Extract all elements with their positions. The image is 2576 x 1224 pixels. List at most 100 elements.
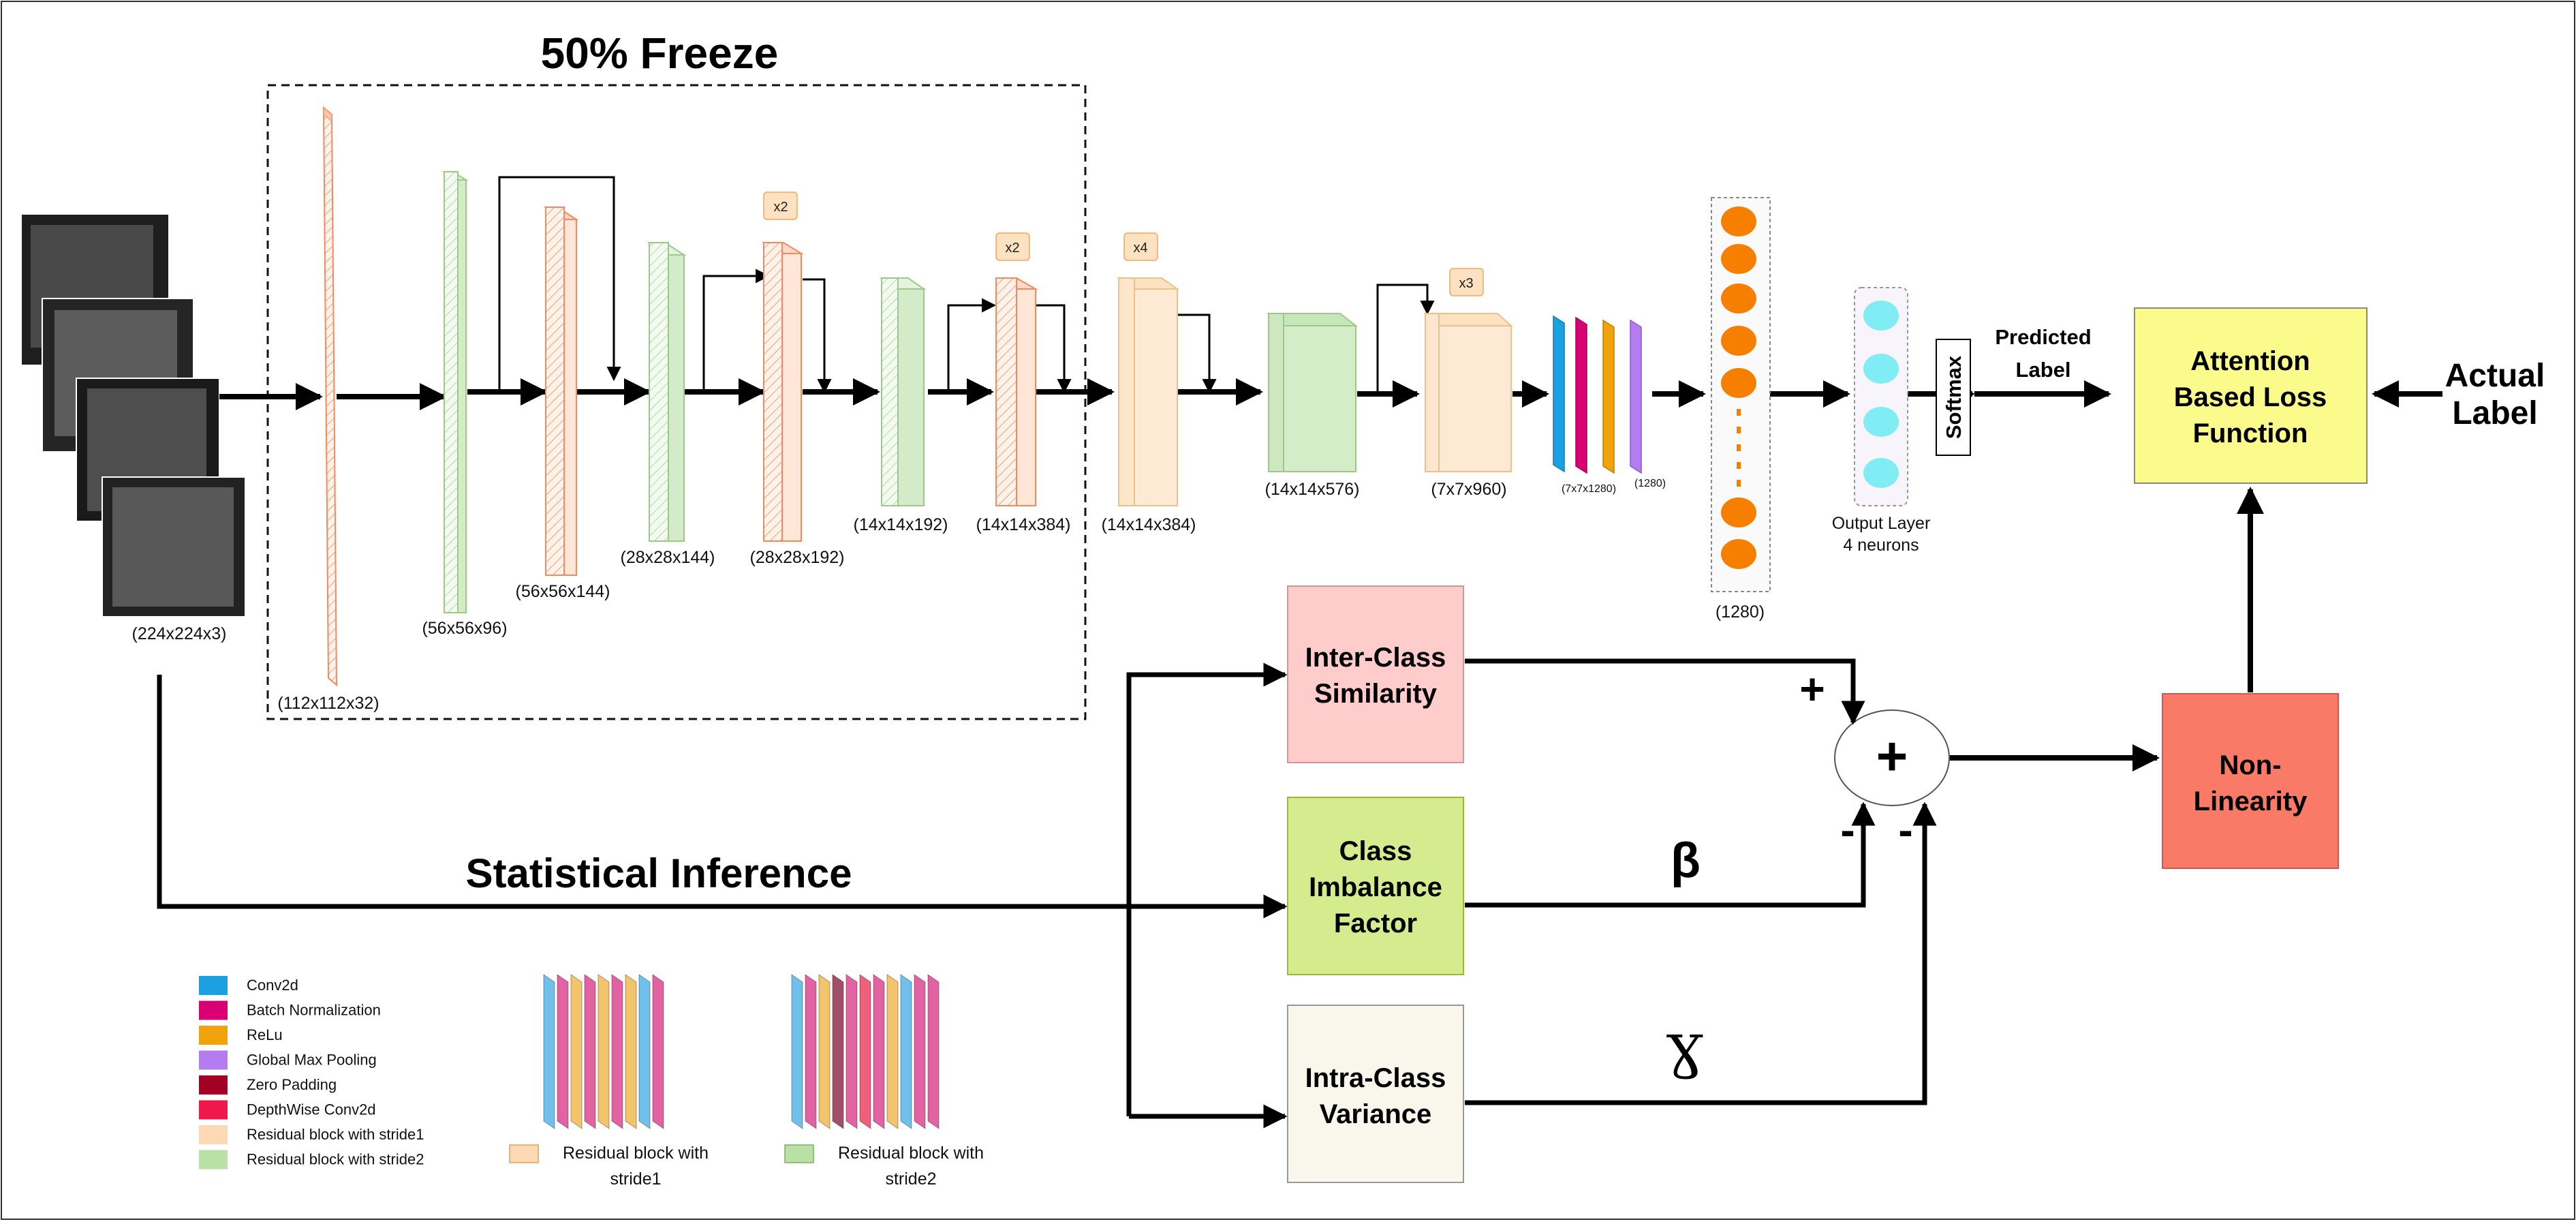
stack-slice [584,974,596,1129]
stack-slice [832,974,844,1129]
layer-5-repeat-badge [763,192,798,220]
skip-connections [498,176,1435,394]
legend-swatch [199,1125,228,1144]
stack-slice [570,974,583,1129]
stack-slice [791,974,803,1129]
intra-class-box [1287,1005,1464,1183]
stack-slice [900,974,912,1129]
softmax-box [1936,339,1971,456]
residual-block-stride1-sample [543,974,664,1129]
class-imbalance-line3: Factor [1334,908,1417,938]
layer-3-block [543,206,579,576]
output-line2: 4 neurons [1843,536,1919,555]
layer-11-dims: (7x7x1280) [1562,483,1616,495]
stack-slice [638,974,651,1129]
sign-imbalance: - [1840,806,1855,855]
predicted-label-line2: Label [2016,358,2071,382]
nonlinearity-line1: Non- [2219,750,2281,780]
layer-4-block [647,242,687,542]
legend-label: ReLu [247,1026,283,1043]
output-line1: Output Layer [1832,514,1931,533]
stack-slice [859,974,871,1129]
legend-label: Residual block with stride2 [247,1151,424,1168]
class-imbalance-line2: Imbalance [1309,872,1442,902]
dense-neuron [1721,498,1756,527]
legend-swatch [199,1050,228,1070]
layer-4-dims: (28x28x144) [621,548,715,567]
layer-9-block [1267,313,1358,472]
legend-label: Zero Padding [247,1076,337,1093]
predicted-label-line1: Predicted [1995,325,2091,349]
block2-line1: Residual block with [838,1144,984,1163]
stack-slice [805,974,817,1129]
stack-slice [652,974,664,1129]
stack-slice [845,974,858,1129]
stack-slice [914,974,926,1129]
layer-8-dims: (14x14x384) [1102,515,1196,534]
residual-block-stride2-sample [791,974,940,1129]
layer-6-block [879,277,927,506]
intra-class-line2: Variance [1320,1099,1432,1129]
class-imbalance-line1: Class [1339,836,1412,866]
sign-inter: + [1799,664,1825,714]
actual-label-line2: Label [2452,395,2537,431]
output-neuron [1863,458,1899,488]
layer-8-repeat-badge [1123,232,1158,261]
stack-slice [543,974,555,1129]
dense-neuron [1721,326,1756,356]
output-neurons [1863,301,1899,488]
layer-2-block [441,171,469,613]
block1-line2: stride1 [610,1169,661,1189]
layer-12-dims: (1280) [1634,478,1666,489]
legend-label: DepthWise Conv2d [247,1101,376,1118]
legend-swatch [199,1000,228,1020]
block1-swatch [509,1144,539,1163]
dense-neuron [1721,539,1756,569]
layer-1-dims: (112x112x32) [277,694,379,713]
softmax-label: Softmax [1942,355,1966,439]
layer-8-repeat: x4 [1133,241,1147,256]
layer-10-repeat: x3 [1459,276,1473,291]
statistical-inference-label: Statistical Inference [466,851,852,896]
stack-slice [611,974,623,1129]
layer-7-repeat-badge [995,232,1030,261]
actual-label-line1: Actual [2445,358,2545,394]
layer-2-dims: (56x56x96) [422,619,507,638]
block2-line2: stride2 [885,1169,936,1189]
layer-10-block [1423,313,1513,472]
layer-7-block [995,277,1038,506]
nonlinearity-box [2162,693,2339,869]
final-conv-slices [1553,315,1642,474]
input-xray-stack [22,215,246,617]
stack-slice [886,974,899,1129]
layer-7-dims: (14x14x384) [976,515,1071,534]
layer-5-repeat: x2 [773,200,788,215]
dense-neuron [1721,206,1756,236]
sum-node-symbol: + [1876,726,1908,786]
layer-9-dims: (14x14x576) [1265,480,1360,499]
dense-neuron [1721,284,1756,313]
layer-1-conv [322,106,338,687]
layer-10-repeat-badge [1449,268,1484,296]
block2-swatch [784,1144,814,1163]
class-imbalance-box [1287,797,1464,975]
layer-5-block [761,242,804,542]
block1-line1: Residual block with [563,1144,709,1163]
loss-line1: Attention [2190,346,2310,376]
intra-class-line1: Intra-Class [1305,1063,1446,1093]
output-neuron [1863,354,1899,384]
layer-5-dims: (28x28x192) [750,548,845,567]
stack-slice [818,974,831,1129]
output-neuron [1863,407,1899,437]
legend-swatch [199,1150,228,1169]
legend-swatch [199,1100,228,1120]
factor-connectors [1465,658,1937,1105]
dense-neuron [1721,368,1756,398]
loss-line2: Based Loss [2174,382,2327,412]
layer-7-repeat: x2 [1005,241,1019,256]
stack-slice [625,974,637,1129]
stack-slice [598,974,610,1129]
